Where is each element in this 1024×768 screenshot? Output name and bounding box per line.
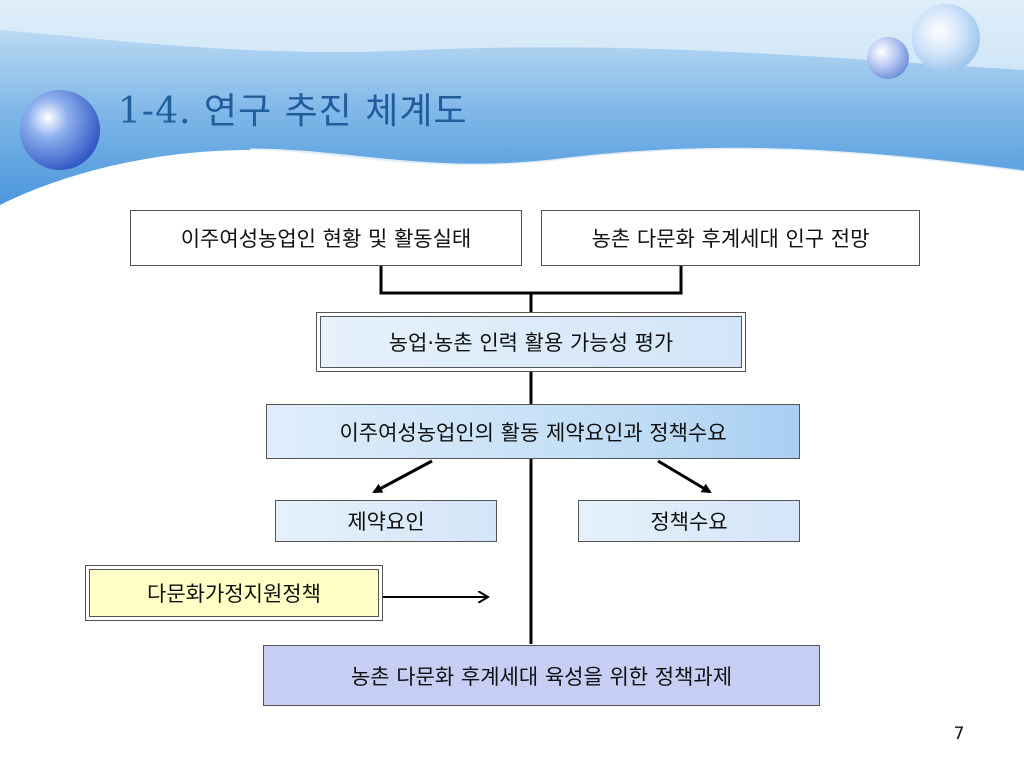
orb-left xyxy=(20,90,100,170)
arrow-to-constraint xyxy=(372,459,433,494)
box-top-right: 농촌 다문화 후계세대 인구 전망 xyxy=(541,210,920,266)
arrow-to-policy-demand xyxy=(657,459,712,494)
slide-title: 1-4. 연구 추진 체계도 xyxy=(118,91,468,132)
box-policy-demand: 정책수요 xyxy=(578,500,800,542)
bracket-connector xyxy=(379,266,683,295)
orb-right-large xyxy=(912,4,980,72)
header-banner xyxy=(0,0,1024,205)
box-final-task: 농촌 다문화 후계세대 육성을 위한 정책과제 xyxy=(263,645,820,706)
box-top-left: 이주여성농업인 현황 및 활동실태 xyxy=(130,210,522,266)
page-number: 7 xyxy=(953,724,965,744)
box-support-policy: 다문화가정지원정책 xyxy=(89,569,379,617)
box-constraint-factor: 제약요인 xyxy=(275,500,497,542)
box-assessment: 농업·농촌 인력 활용 가능성 평가 xyxy=(320,316,742,368)
orb-right-small xyxy=(867,37,909,79)
box-constraints-and-needs: 이주여성농업인의 활동 제약요인과 정책수요 xyxy=(266,404,800,459)
